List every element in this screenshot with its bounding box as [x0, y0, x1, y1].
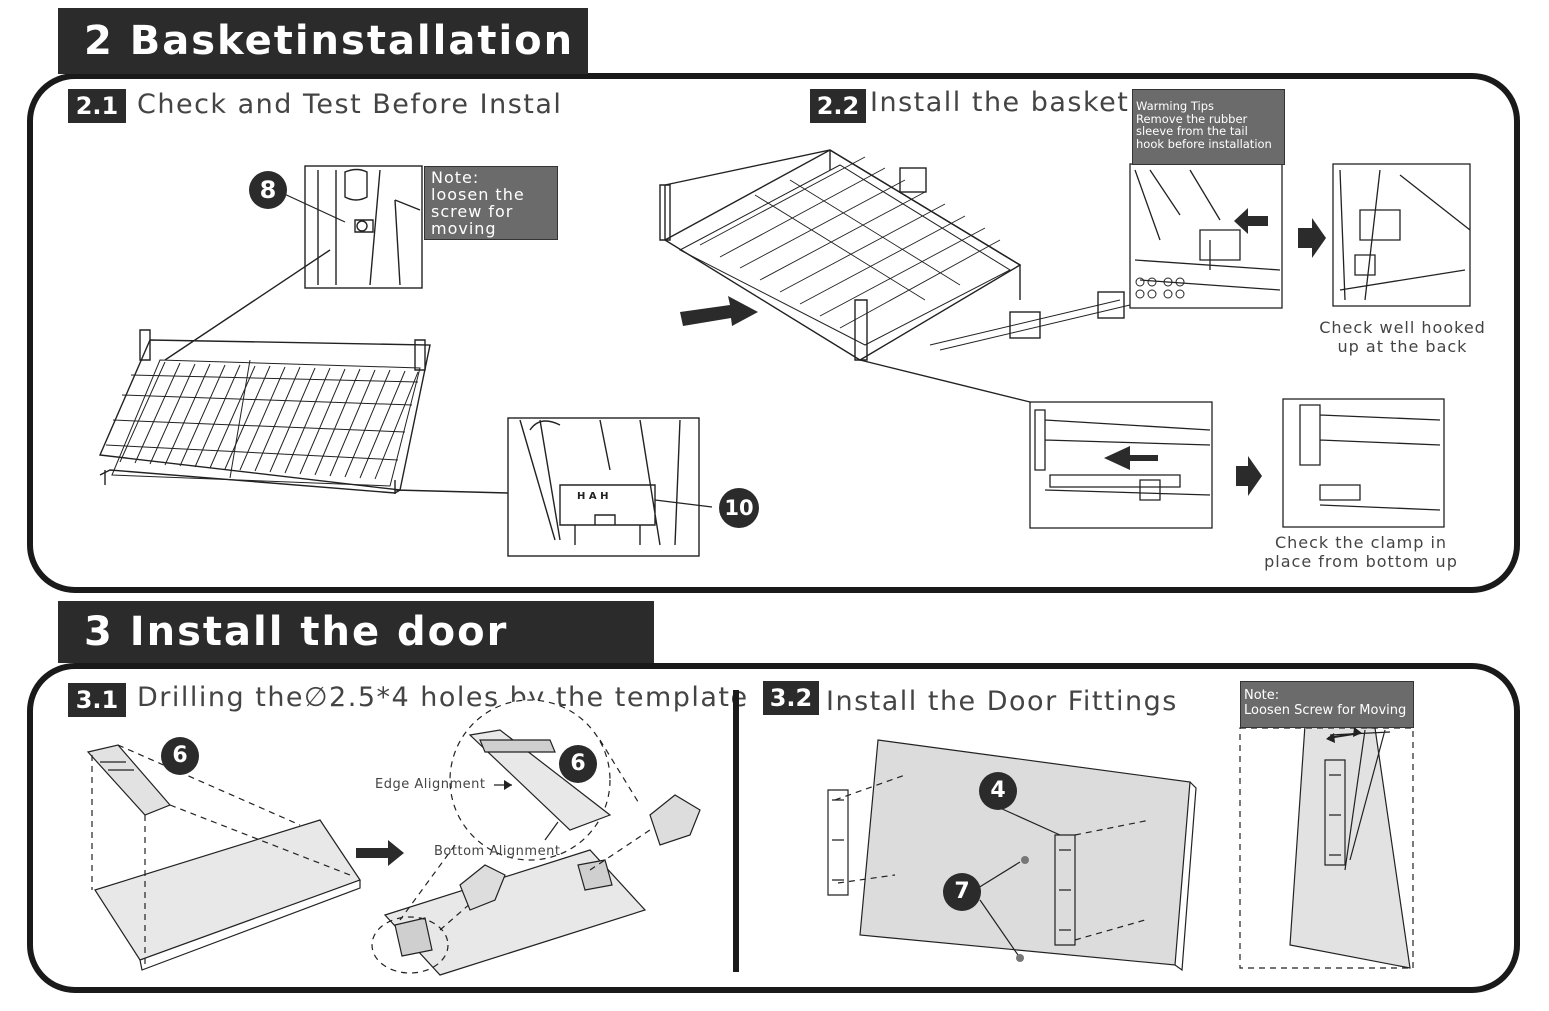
caption-line: Check the clamp in: [1274, 533, 1448, 552]
section-2-panel: [27, 73, 1520, 593]
caption-hooked-back: Check well hooked up at the back: [1300, 318, 1505, 356]
step-2-2-title: Install the basket: [870, 87, 1130, 118]
step-2-2-number: 2.2: [810, 89, 866, 123]
callout-7: 7: [943, 873, 981, 911]
step-3-1-number: 3.1: [68, 683, 126, 717]
callout-4: 4: [979, 772, 1017, 810]
caption-line: Check well hooked: [1319, 318, 1486, 337]
caption-line: up at the back: [1337, 337, 1468, 356]
note-line: Loosen Screw for Moving: [1244, 703, 1407, 718]
callout-6: 6: [161, 737, 199, 775]
callout-10: 10: [719, 488, 759, 528]
note-loosen-screw: Note: loosen the screw for moving: [424, 166, 558, 240]
edge-alignment-label: Edge Alignment: [375, 777, 486, 792]
section-3-divider: [733, 690, 739, 972]
note-line: Note:: [431, 168, 480, 187]
section-2-title: 2 Basketinstallation: [58, 8, 588, 74]
callout-8: 8: [249, 171, 287, 209]
section-3-panel: [27, 663, 1520, 993]
tips-line: hook before installation: [1136, 136, 1272, 151]
step-2-1-number: 2.1: [68, 89, 126, 123]
callout-6-zoom: 6: [559, 745, 597, 783]
step-3-2-number: 3.2: [763, 681, 819, 715]
note-line: screw for: [431, 202, 514, 221]
step-2-1-title: Check and Test Before Instal: [137, 89, 563, 120]
note-line: Note:: [1244, 688, 1280, 703]
warming-tips-note: Warming Tips Remove the rubber sleeve fr…: [1132, 89, 1285, 165]
tips-line: sleeve from the tail: [1136, 124, 1248, 138]
bottom-alignment-label: Bottom Alignment: [434, 844, 561, 859]
caption-line: place from bottom up: [1264, 552, 1458, 571]
section-3-title: 3 Install the door plank: [58, 601, 654, 717]
note-line: loosen the: [431, 185, 525, 204]
step-3-1-title: Drilling the∅2.5*4 holes by the template: [137, 682, 749, 713]
tips-line: Warming Tips: [1136, 99, 1215, 113]
note-line: moving: [431, 219, 497, 238]
tips-line: Remove the rubber: [1136, 111, 1248, 126]
step-3-2-title: Install the Door Fittings: [826, 686, 1178, 717]
caption-clamp: Check the clamp in place from bottom up: [1250, 533, 1472, 571]
note-loosen-screw-moving: Note: Loosen Screw for Moving: [1240, 681, 1414, 728]
